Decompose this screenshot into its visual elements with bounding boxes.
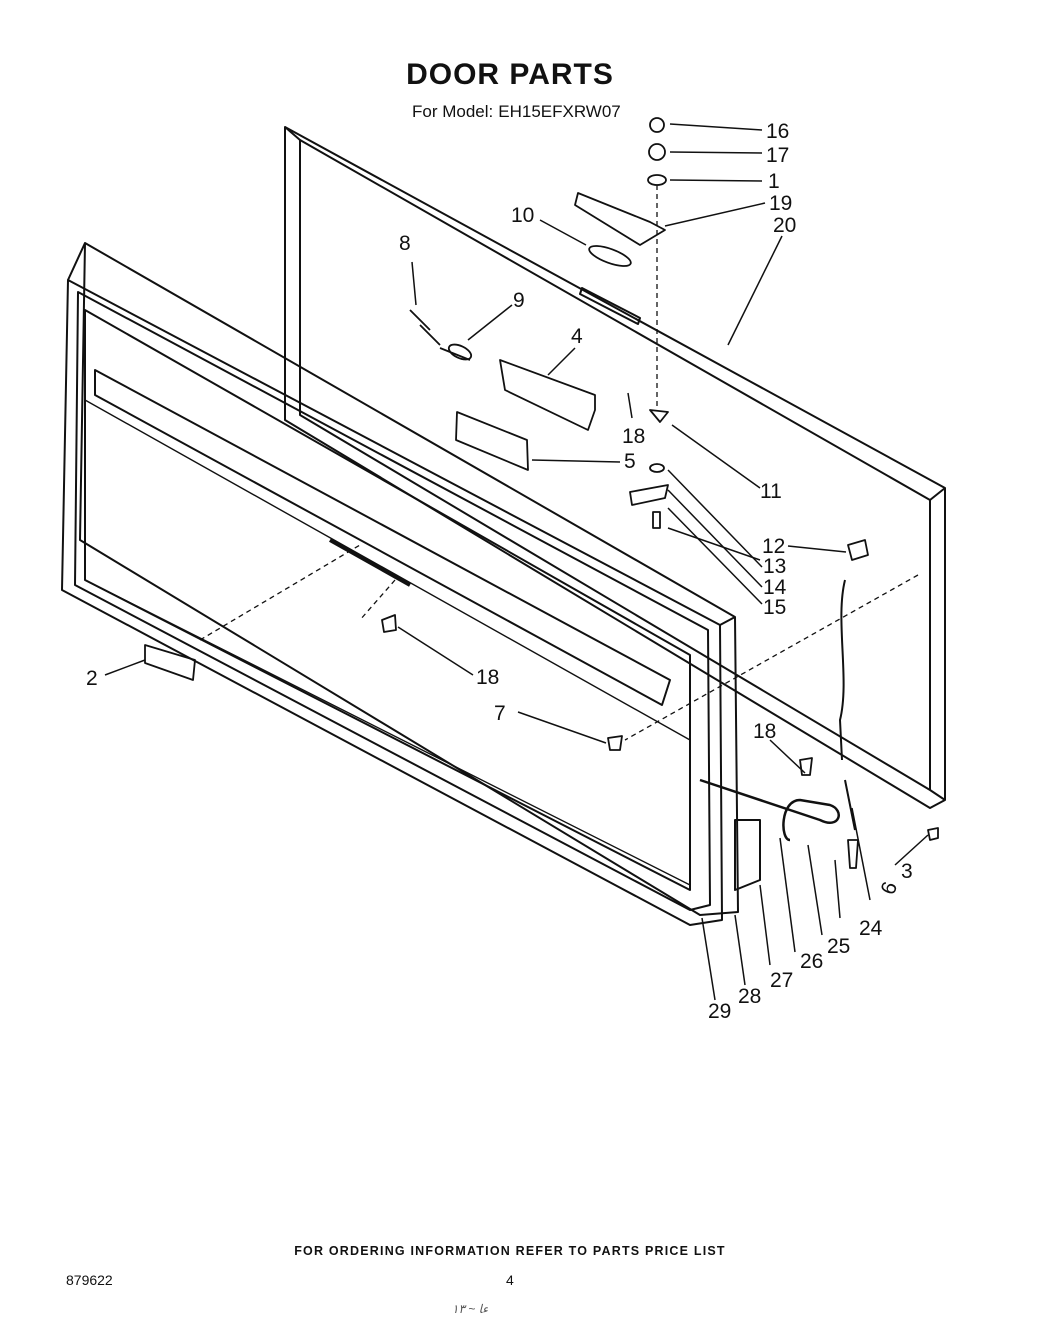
callout-27: 27 <box>770 969 793 992</box>
callout-6: 6 <box>877 879 903 898</box>
model-label: For Model: <box>412 102 494 121</box>
callout-17: 17 <box>766 144 789 167</box>
phantom-lines <box>199 185 919 741</box>
callout-18-middle: 18 <box>476 666 499 689</box>
door-liner-frame <box>284 126 946 809</box>
callout-labels: 16 17 1 19 20 10 8 9 4 18 5 11 12 13 14 … <box>86 120 913 1023</box>
callout-10: 10 <box>511 204 534 227</box>
wire-assembly <box>699 579 856 891</box>
callout-24: 24 <box>859 917 883 940</box>
callout-11: 11 <box>760 480 782 503</box>
callout-25: 25 <box>827 935 850 958</box>
callout-13: 13 <box>763 555 786 578</box>
callout-28: 28 <box>738 985 761 1008</box>
callout-1: 1 <box>768 170 780 193</box>
callout-19: 19 <box>769 192 792 215</box>
callout-7: 7 <box>494 702 506 725</box>
callout-4: 4 <box>571 325 583 348</box>
model-number: EH15EFXRW07 <box>498 102 621 121</box>
handwritten-mark: ﺀﺎ ~ ١٣ <box>452 1302 488 1316</box>
callout-16: 16 <box>766 120 789 143</box>
callout-18-top: 18 <box>622 425 645 448</box>
callout-2: 2 <box>86 667 98 690</box>
page-number: 4 <box>506 1272 514 1288</box>
callout-8: 8 <box>399 232 411 255</box>
callout-12: 12 <box>762 535 785 558</box>
callout-15: 15 <box>763 596 786 619</box>
leader-lines <box>104 123 929 1001</box>
small-parts <box>144 117 939 869</box>
ordering-footer: FOR ORDERING INFORMATION REFER TO PARTS … <box>294 1244 726 1258</box>
callout-20: 20 <box>773 214 796 237</box>
callout-3: 3 <box>901 860 913 883</box>
callout-26: 26 <box>800 950 823 973</box>
callout-14: 14 <box>763 576 787 599</box>
callout-9: 9 <box>513 289 525 312</box>
callout-29: 29 <box>708 1000 731 1023</box>
callout-18-right: 18 <box>753 720 776 743</box>
outer-door-panel <box>61 242 739 926</box>
document-number: 879622 <box>66 1272 113 1288</box>
model-subtitle: For Model:EH15EFXRW07 <box>412 102 621 122</box>
callout-5: 5 <box>624 450 636 473</box>
page-title: DOOR PARTS <box>406 58 614 91</box>
